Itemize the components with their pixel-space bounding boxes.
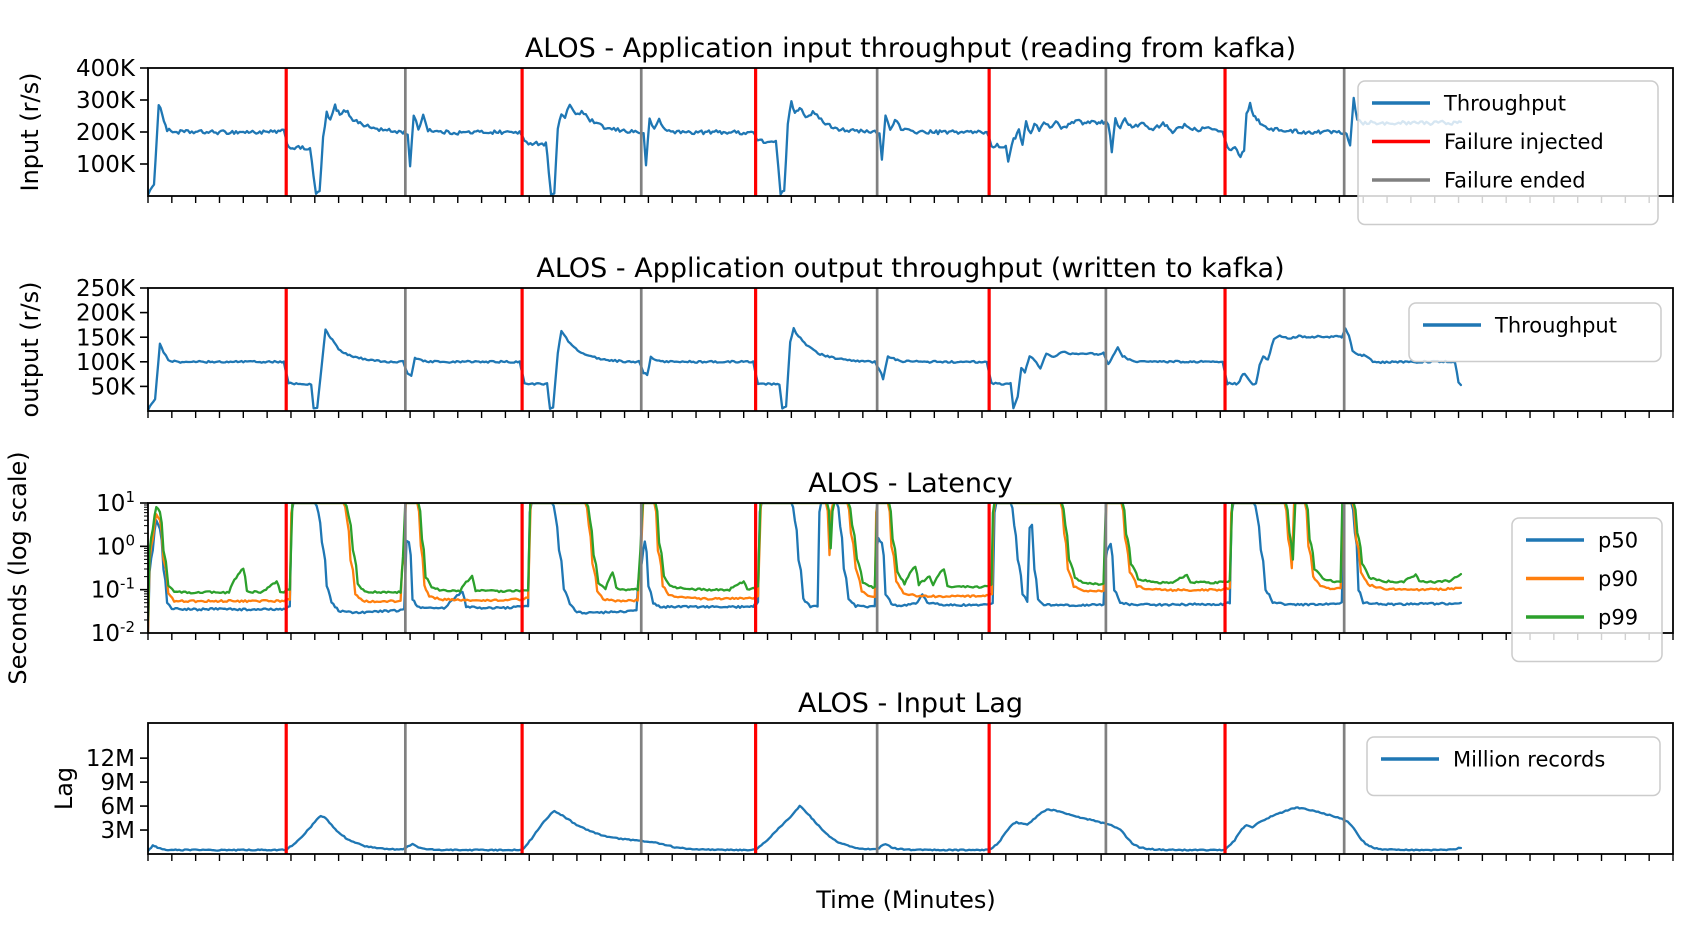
y-tick-label: 200K	[76, 301, 136, 327]
series-line-throughput	[148, 326, 1463, 411]
legend-box	[1366, 736, 1661, 797]
panel-input-throughput: ALOS - Application input throughput (rea…	[16, 33, 1674, 226]
series-line-million-records	[148, 804, 1463, 853]
y-tick-label: 300K	[76, 88, 136, 114]
legend-box	[1511, 517, 1663, 663]
legend-label: p50	[1598, 528, 1638, 552]
y-tick-label: 6M	[101, 794, 135, 820]
y-tick-label: 100K	[76, 350, 136, 376]
panel-latency: ALOS - Latency Seconds (log scale) 101 100 1…	[4, 451, 1674, 685]
legend: p50 p90 p99	[1511, 517, 1663, 663]
legend-label: Failure ended	[1444, 168, 1586, 192]
legend-label: Failure injected	[1444, 130, 1604, 154]
axes-box	[147, 722, 1674, 855]
y-axis-label: output (r/s)	[16, 282, 44, 418]
chart-title: ALOS - Input Lag	[798, 688, 1023, 719]
legend-box	[1357, 80, 1659, 226]
legend-box	[1408, 302, 1662, 363]
panel-output-throughput: ALOS - Application output throughput (wr…	[16, 253, 1674, 418]
chart-title: ALOS - Application input throughput (rea…	[525, 33, 1296, 64]
axes-box	[147, 502, 1674, 634]
series-line-p50	[148, 503, 1463, 633]
series-line-p90	[148, 503, 1463, 633]
legend-label: Throughput	[1494, 313, 1617, 337]
series-group	[148, 326, 1463, 411]
y-axis-label: Input (r/s)	[16, 73, 44, 192]
legend-label: p99	[1598, 605, 1638, 629]
y-tick-label: 101	[96, 488, 135, 517]
y-tick-label: 3M	[101, 818, 135, 844]
legend: Throughput	[1408, 302, 1662, 363]
y-tick-label: 50K	[91, 374, 136, 400]
y-tick-label: 12M	[86, 746, 135, 772]
legend: Million records	[1366, 736, 1661, 797]
x-axis-label: Time (Minutes)	[815, 886, 996, 914]
series-line-throughput	[148, 96, 1463, 196]
y-tick-label: 250K	[76, 276, 136, 302]
y-tick-label: 10-2	[91, 618, 135, 647]
y-tick-label: 100K	[76, 152, 136, 178]
series-line-p99	[148, 503, 1463, 622]
legend-label: p90	[1598, 567, 1638, 591]
y-tick-label: 400K	[76, 56, 136, 82]
y-tick-label: 9M	[101, 770, 135, 796]
series-group	[148, 96, 1463, 196]
chart-title: ALOS - Application output throughput (wr…	[536, 253, 1284, 284]
y-tick-label: 200K	[76, 120, 136, 146]
y-axis-label: Seconds (log scale)	[4, 451, 32, 684]
y-tick-label: 100	[96, 531, 135, 560]
series-group	[148, 503, 1463, 633]
y-tick-label: 150K	[76, 325, 136, 351]
y-axis-label: Lag	[50, 767, 78, 810]
chart-title: ALOS - Latency	[808, 468, 1013, 499]
axes-box	[147, 287, 1674, 412]
series-group	[148, 804, 1463, 853]
legend-label: Million records	[1453, 747, 1605, 771]
axes-box	[147, 67, 1674, 197]
legend-label: Throughput	[1443, 91, 1566, 115]
y-tick-label: 10-1	[91, 575, 135, 604]
